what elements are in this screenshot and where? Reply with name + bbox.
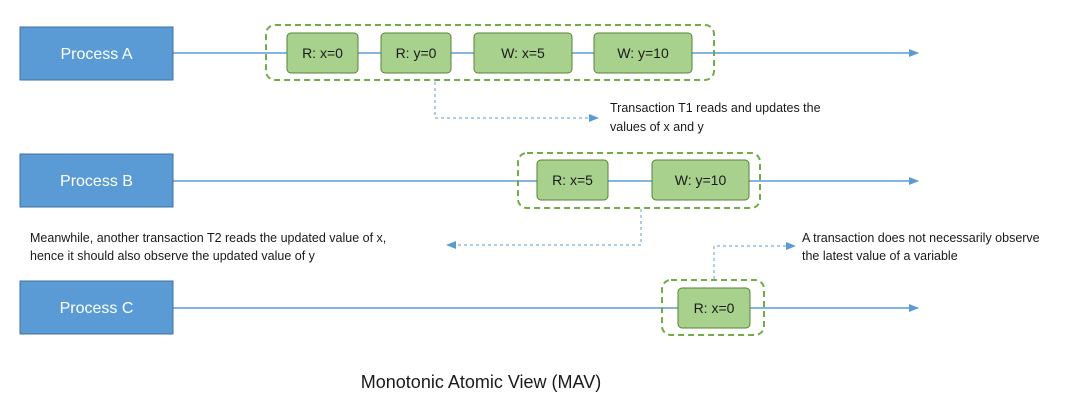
op-label: W: y=10 bbox=[675, 172, 727, 188]
op-a-read-x: R: x=0 bbox=[286, 32, 359, 74]
connector-t2-note bbox=[446, 209, 642, 249]
op-a-write-y: W: y=10 bbox=[593, 32, 693, 74]
op-label: W: y=10 bbox=[617, 45, 669, 61]
note-t2-line-1: Meanwhile, another transaction T2 reads … bbox=[30, 231, 386, 245]
process-c-box: Process C bbox=[19, 280, 174, 335]
op-a-read-y: R: y=0 bbox=[380, 32, 452, 74]
process-b-label: Process B bbox=[60, 173, 133, 190]
process-c-label: Process C bbox=[60, 300, 134, 317]
connector-t1-note bbox=[434, 82, 599, 122]
diagram-title: Monotonic Atomic View (MAV) bbox=[361, 372, 601, 392]
op-a-write-x: W: x=5 bbox=[473, 32, 573, 74]
op-label: R: x=0 bbox=[694, 300, 735, 316]
process-a-box: Process A bbox=[19, 26, 174, 81]
op-b-write-y: W: y=10 bbox=[651, 159, 750, 201]
note-t1: Transaction T1 reads and updates the val… bbox=[610, 101, 821, 134]
op-b-read-x: R: x=5 bbox=[536, 159, 609, 201]
op-label: R: x=5 bbox=[552, 172, 593, 188]
note-t2-line-2: hence it should also observe the updated… bbox=[30, 249, 316, 263]
transaction-t3-group bbox=[661, 279, 765, 336]
note-t3: A transaction does not necessarily obser… bbox=[802, 231, 1040, 263]
transaction-t2-group bbox=[517, 152, 761, 209]
note-t2: Meanwhile, another transaction T2 reads … bbox=[30, 231, 386, 263]
note-t3-line-2: the latest value of a variable bbox=[802, 249, 958, 263]
process-a-label: Process A bbox=[60, 46, 132, 63]
connector-t3-note bbox=[713, 242, 796, 279]
note-t1-line-1: Transaction T1 reads and updates the bbox=[610, 101, 821, 115]
op-label: W: x=5 bbox=[501, 45, 545, 61]
op-label: R: y=0 bbox=[396, 45, 437, 61]
op-label: R: x=0 bbox=[302, 45, 343, 61]
note-t3-line-1: A transaction does not necessarily obser… bbox=[802, 231, 1040, 245]
transaction-t1-group bbox=[265, 24, 715, 81]
op-c-read-x: R: x=0 bbox=[677, 287, 751, 329]
note-t1-line-2: values of x and y bbox=[610, 120, 705, 134]
process-b-box: Process B bbox=[19, 153, 174, 208]
